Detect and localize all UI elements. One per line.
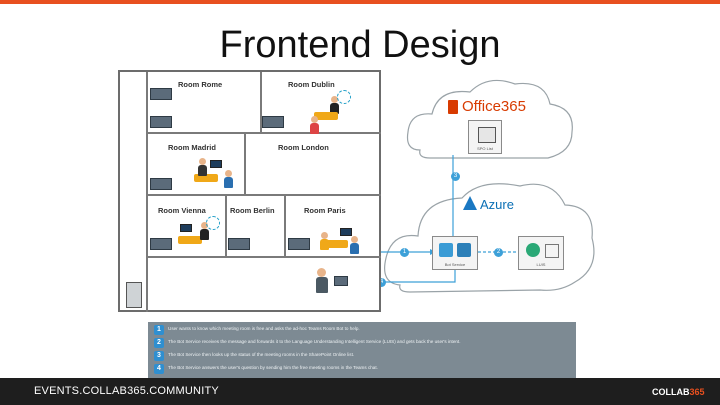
brackets-icon [545,244,559,258]
desk [334,276,348,286]
wall [260,72,262,132]
flow-step-1: 1 [400,248,409,257]
wall [225,196,227,256]
office365-label: Office365 [462,98,526,115]
wall [244,134,246,194]
wall [148,132,381,134]
spo-list-label: SPO List [477,146,493,151]
desk [150,116,172,128]
elevator-door [126,282,142,308]
bot-icon [439,243,453,257]
desk [262,116,284,128]
floor-plan: Room Rome Room Dublin Room Madrid Room L… [118,70,381,312]
meeting-table [178,236,202,244]
steps-legend: 1 User wants to know which meeting room … [148,322,576,378]
collab365-logo: COLLAB365 [652,387,705,397]
wall [148,256,381,258]
brand-main: COLLAB [652,387,690,397]
top-accent-bar [0,0,720,4]
legend-step-text: The Bot Service receives the message and… [168,339,461,344]
sensor-icon [206,216,220,230]
person-icon [350,236,359,254]
luis-box: LUIS [518,236,564,270]
user-with-phone-icon [316,268,328,294]
bot-service-label: Bot Service [444,262,466,267]
wall [148,194,381,196]
monitor-icon [340,228,352,236]
meeting-table [324,240,348,248]
footer-bar: EVENTS.COLLAB365.COMMUNITY COLLAB365 [0,378,720,405]
room-label-paris: Room Paris [304,206,346,215]
azure-logo-icon [463,196,477,210]
desk [228,238,250,250]
brand-accent: 365 [689,387,705,397]
flow-step-4: 4 [377,278,386,287]
office365-cloud [406,79,573,159]
room-label-london: Room London [278,143,329,152]
flow-step-2: 2 [494,248,503,257]
legend-step: 1 User wants to know which meeting room … [154,325,574,335]
footer-url: EVENTS.COLLAB365.COMMUNITY [34,385,219,397]
luis-label: LUIS [536,262,546,267]
legend-step-text: The Bot Service answers the user's quest… [168,365,378,370]
legend-step-number: 1 [154,325,164,335]
wall [284,196,286,256]
monitor-icon [180,224,192,232]
legend-step-text: The Bot Service then looks up the status… [168,352,355,357]
legend-step-number: 4 [154,364,164,374]
legend-step: 4 The Bot Service answers the user's que… [154,364,574,374]
person-icon [224,170,233,188]
monitor-icon [210,160,222,168]
person-icon [200,222,209,240]
meeting-table [314,112,338,120]
legend-step-number: 2 [154,338,164,348]
legend-step-text: User wants to know which meeting room is… [168,326,360,331]
desk [150,178,172,190]
room-label-dublin: Room Dublin [288,80,335,89]
room-label-madrid: Room Madrid [168,143,216,152]
desk [150,88,172,100]
list-icon [478,127,496,143]
spo-list-box: SPO List [468,120,502,154]
legend-step-number: 3 [154,351,164,361]
person-icon [198,158,207,176]
sensor-icon [337,90,351,104]
app-service-icon [457,243,471,257]
desk [150,238,172,250]
room-label-vienna: Room Vienna [158,206,206,215]
legend-step: 2 The Bot Service receives the message a… [154,338,574,348]
person-icon [310,116,319,134]
legend-step: 3 The Bot Service then looks up the stat… [154,351,574,361]
luis-icon [526,243,540,257]
room-label-rome: Room Rome [178,80,223,89]
bot-service-box: Bot Service [432,236,478,270]
desk [288,238,310,250]
corridor-wall [146,72,148,312]
person-icon [320,232,329,250]
meeting-table [194,174,218,182]
person-icon [330,96,339,114]
azure-label: Azure [480,197,514,212]
office365-logo-icon [448,100,458,114]
room-label-berlin: Room Berlin [230,206,275,215]
flow-step-3: 3 [451,172,460,181]
slide-title: Frontend Design [219,24,501,66]
